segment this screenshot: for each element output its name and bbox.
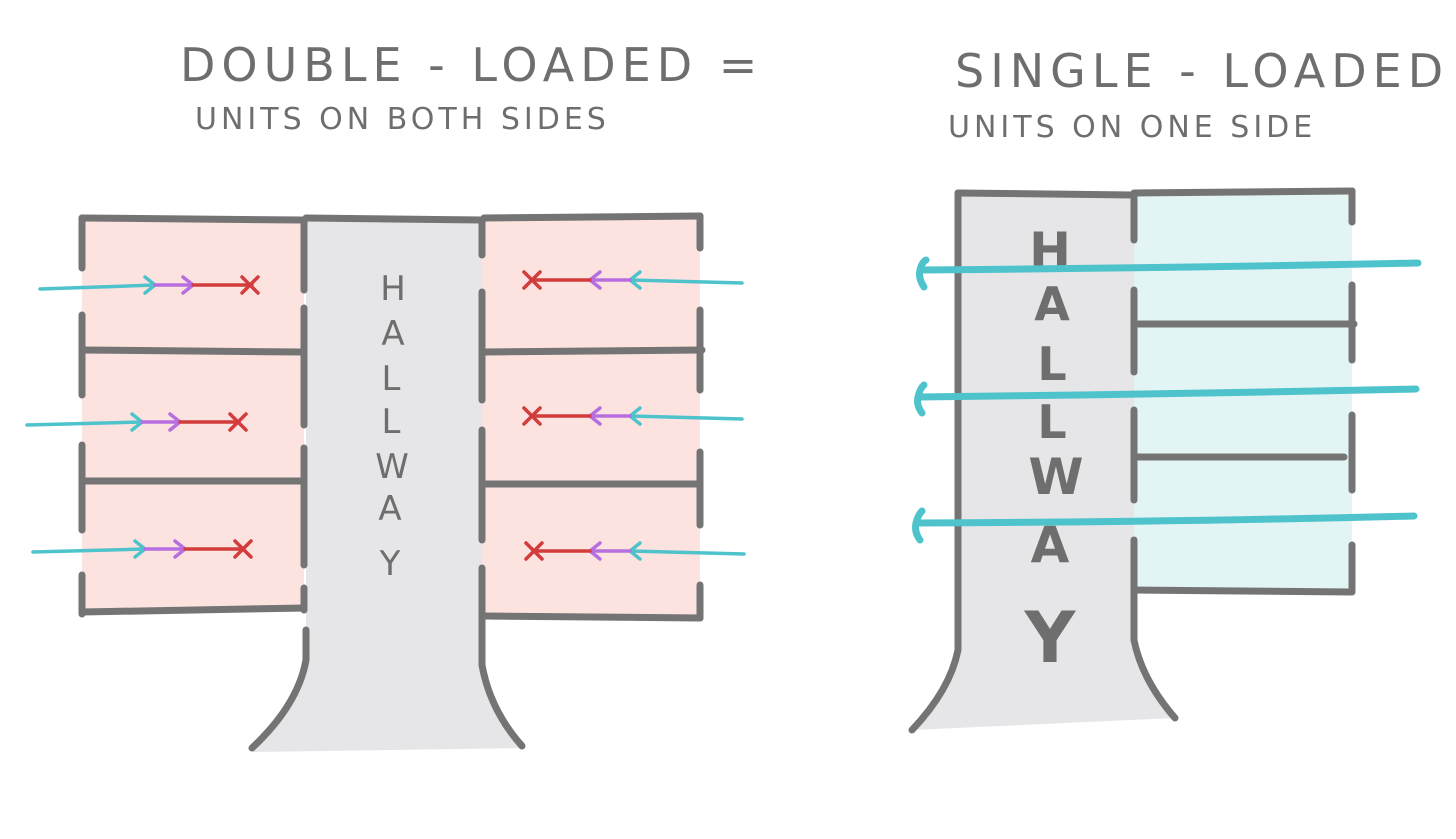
- double-hallway-letter-3: L: [382, 359, 401, 399]
- double-hallway: [252, 218, 522, 752]
- single-airflow-1: [916, 256, 1422, 291]
- double-hallway-letter-6: A: [378, 489, 401, 529]
- double-left-airflow-1: [38, 275, 260, 295]
- single-hallway-letter-5: W: [1028, 448, 1083, 506]
- x-mark-icon: [524, 541, 544, 561]
- double-right-airflow-2: [522, 406, 744, 426]
- double-hallway-letter-1: H: [380, 269, 406, 309]
- double-hallway-letter-4: L: [382, 402, 401, 442]
- double-right-airflow-1: [522, 270, 744, 290]
- x-mark-icon: [240, 275, 260, 295]
- double-left-airflow-3: [31, 539, 253, 559]
- single-hallway: [912, 193, 1175, 730]
- single-hallway-letter-7: Y: [1024, 597, 1077, 679]
- single-airflow-2: [914, 381, 1420, 417]
- double-loaded-plan: H A L L W A Y: [25, 212, 746, 752]
- single-hallway-letter-2: A: [1034, 277, 1070, 331]
- single-unit-1: [1134, 193, 1352, 324]
- double-hallway-letter-5: W: [375, 447, 409, 487]
- x-mark-icon: [522, 270, 542, 290]
- double-right-unit-1: [482, 218, 700, 351]
- double-hallway-letter-7: Y: [379, 544, 401, 584]
- double-left-unit-2: [82, 351, 304, 481]
- single-airflow-3: [912, 507, 1418, 544]
- single-loaded-title: SINGLE - LOADED =: [955, 44, 1456, 98]
- single-hallway-letter-3: L: [1037, 337, 1066, 391]
- single-loaded-subtitle: UNITS ON ONE SIDE: [948, 110, 1317, 145]
- double-left-unit-3: [82, 481, 304, 612]
- x-mark-icon: [233, 539, 253, 559]
- double-loaded-subtitle: UNITS ON BOTH SIDES: [195, 102, 610, 137]
- double-loaded-title: DOUBLE - LOADED =: [180, 38, 764, 92]
- single-loaded-plan: H A L L W A Y: [908, 187, 1422, 734]
- x-mark-icon: [228, 412, 248, 432]
- double-right-airflow-3: [524, 541, 746, 561]
- x-mark-icon: [522, 406, 542, 426]
- double-left-airflow-2: [25, 412, 248, 432]
- double-hallway-letter-2: A: [381, 314, 404, 354]
- single-hallway-letter-4: L: [1037, 395, 1066, 449]
